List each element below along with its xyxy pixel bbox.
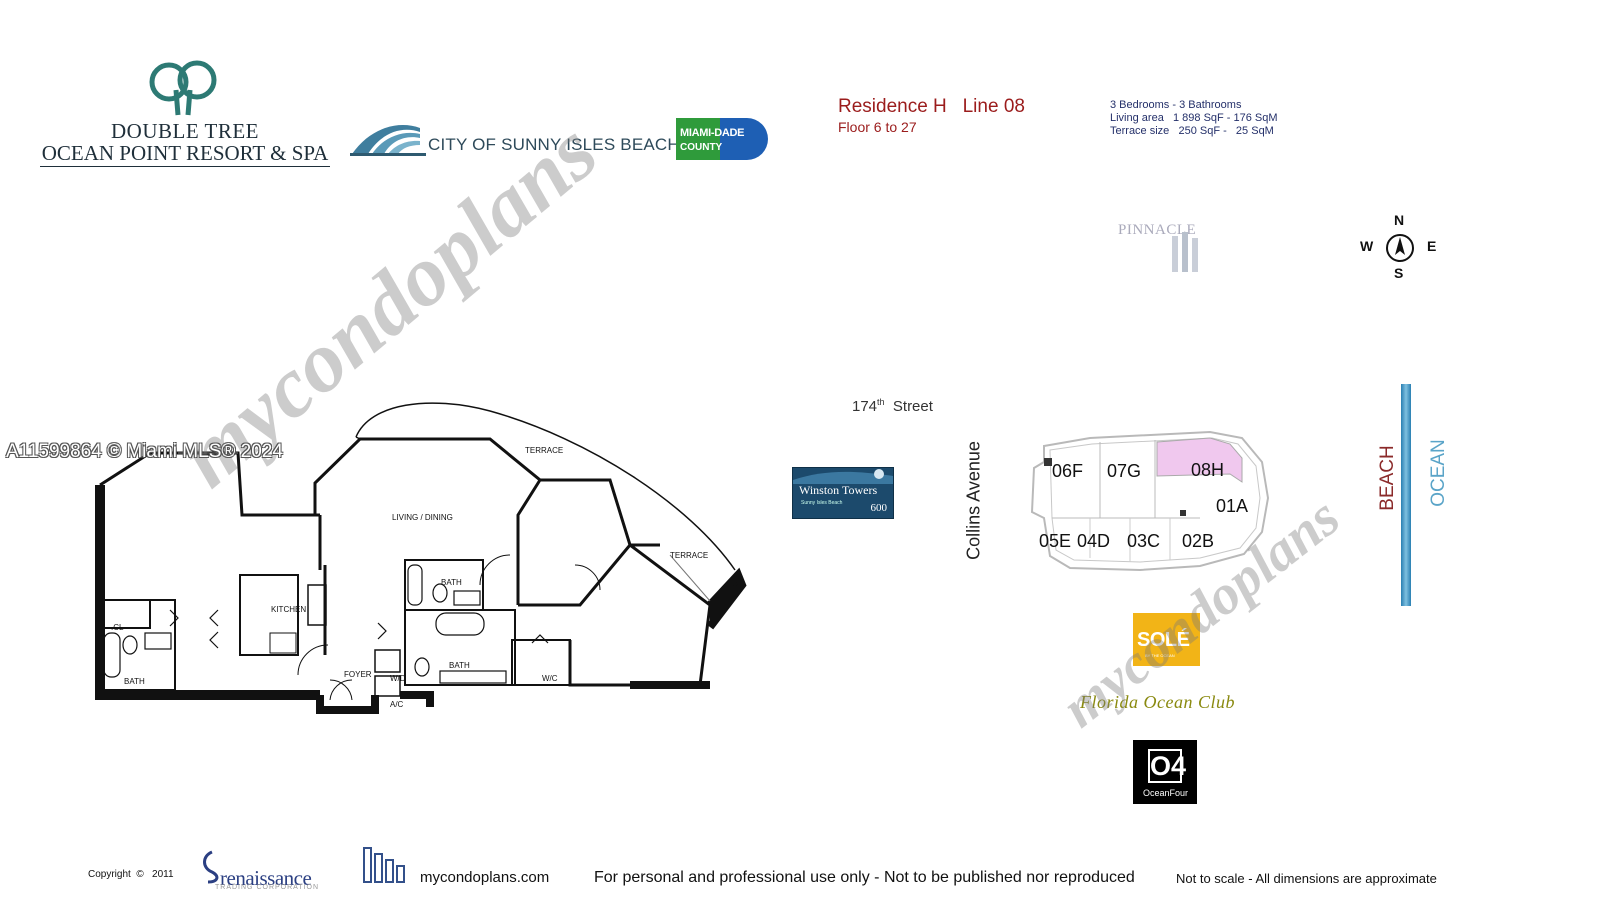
unit-04d: 04D: [1077, 531, 1111, 551]
renaissance-sub: TRADING CORPORATION: [215, 884, 320, 891]
winston-sub: Sunny Isles Beach: [801, 500, 843, 506]
unit-03c: 03C: [1127, 531, 1161, 551]
winston-wave-icon: [793, 469, 893, 484]
county-badge-line2: COUNTY: [680, 142, 723, 153]
room-kitchen: KITCHEN: [271, 605, 307, 614]
pinnacle-logo: PINNACLE: [1118, 222, 1197, 238]
compass-east: E: [1427, 238, 1437, 254]
winston-number: 600: [870, 502, 888, 514]
room-wd: W/D: [390, 674, 406, 683]
sole-name: SOLÉ: [1137, 629, 1190, 651]
county-badge-line1: MIAMI-DADE: [680, 127, 745, 139]
doubletree-logo-mark: [149, 60, 217, 116]
room-ac: A/C: [390, 700, 404, 709]
residence-specs: 3 Bedrooms - 3 Bathrooms Living area 1 8…: [1110, 99, 1278, 138]
winston-towers-sign: Winston Towers Sunny Isles Beach 600: [792, 467, 894, 519]
spec-line: Terrace size 250 SqF - 25 SqM: [1110, 125, 1274, 137]
room-wc: W/C: [542, 674, 558, 683]
renaissance-logo: renaissance: [220, 866, 312, 890]
unit-05e: 05E: [1039, 531, 1072, 551]
resort-name-line1: DOUBLE TREE: [110, 119, 260, 143]
renaissance-swirl-icon: [203, 850, 219, 884]
street-word: Street: [892, 398, 933, 415]
unit-02b: 02B: [1182, 531, 1215, 551]
site-url: mycondoplans.com: [420, 869, 550, 886]
resort-name-line2: OCEAN POINT RESORT & SPA: [40, 142, 330, 168]
residence-floors: Floor 6 to 27: [838, 119, 917, 135]
room-closet: .CL: [111, 623, 124, 632]
residence-title: Residence H Line 08: [838, 96, 1025, 117]
ocean-four-logo: O4 OceanFour: [1133, 740, 1197, 804]
floor-plan-drawing: [95, 402, 747, 714]
ocean-four-mark: O4: [1148, 749, 1187, 783]
beach-label: BEACH: [1377, 445, 1398, 511]
unit-07g: 07G: [1107, 461, 1142, 481]
room-living-dining: LIVING / DINING: [392, 513, 453, 522]
room-bath-left: BATH: [124, 677, 145, 686]
street-174-label: 174th Street: [852, 397, 933, 415]
pinnacle-tower-icon: [1172, 232, 1198, 272]
ocean-label: OCEAN: [1428, 439, 1449, 507]
room-foyer: FOYER: [344, 670, 372, 679]
unit-01a: 01A: [1216, 496, 1249, 516]
spec-line: 3 Bedrooms - 3 Bathrooms: [1110, 99, 1242, 111]
city-name: CITY OF SUNNY ISLES BEACH: [428, 135, 680, 154]
sole-sub: BY THE OCEAN: [1145, 653, 1175, 658]
mycondoplans-building-icon: [363, 847, 405, 883]
room-bath-center: BATH: [441, 578, 462, 587]
winston-title: Winston Towers: [799, 483, 878, 497]
room-bath-master: BATH: [449, 661, 470, 670]
copyright: Copyright © 2011: [88, 869, 174, 880]
unit-06f: 06F: [1052, 461, 1084, 481]
street-number: 174: [852, 398, 878, 415]
sunny-isles-wave-icon: [350, 125, 426, 156]
miami-dade-logo: MIAMI-DADE COUNTY: [676, 118, 768, 160]
sole-logo: SOLÉ BY THE OCEAN: [1133, 613, 1200, 666]
collins-avenue-label: Collins Avenue: [963, 441, 984, 560]
compass-rose-icon: [1386, 234, 1414, 262]
compass-west: W: [1360, 238, 1374, 254]
street-suffix: th: [877, 397, 885, 407]
resort-name: DOUBLE TREE OCEAN POINT RESORT & SPA: [40, 119, 330, 168]
ocean-four-name: OceanFour: [1143, 788, 1189, 798]
room-terrace-top: TERRACE: [525, 446, 564, 455]
compass-south: S: [1394, 265, 1404, 281]
florida-ocean-club-label: Florida Ocean Club: [1080, 692, 1235, 712]
usage-disclaimer: For personal and professional use only -…: [594, 869, 1135, 886]
compass: N W E S: [1360, 212, 1440, 282]
scale-disclaimer: Not to scale - All dimensions are approx…: [1176, 871, 1437, 886]
mls-listing-label: A11599864 © Miami MLS® 2024: [6, 441, 283, 462]
spec-line: Living area 1 898 SqF - 176 SqM: [1110, 112, 1278, 124]
ocean-shoreline: [1401, 384, 1411, 606]
building-site-plan: [1030, 430, 1270, 572]
room-terrace-right: TERRACE: [670, 551, 709, 560]
unit-08h-highlighted: 08H: [1191, 460, 1225, 480]
compass-north: N: [1394, 212, 1405, 228]
